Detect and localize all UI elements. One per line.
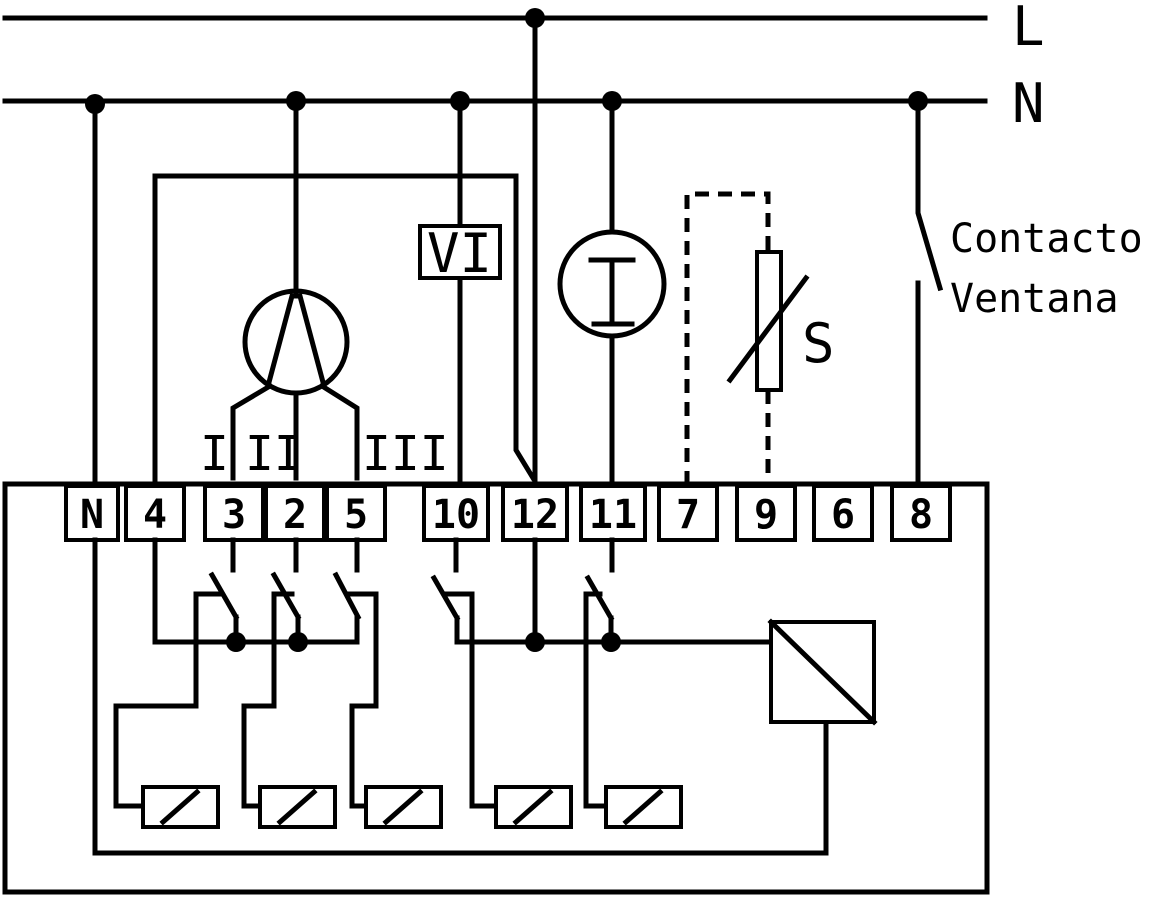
terminal-9: [735, 484, 797, 542]
wire-speed-1: [230, 382, 274, 481]
speed-3-label: III: [362, 426, 449, 482]
terminal-label: 8: [909, 492, 933, 538]
external-wiring: [92, 15, 944, 488]
relay-contact-5: [584, 574, 615, 622]
sensor: S: [684, 191, 835, 485]
sensor-dashed-link: [684, 191, 771, 485]
terminal-3: [203, 484, 265, 542]
coil-slash: [276, 788, 318, 826]
wire-coil-5: [583, 591, 609, 809]
terminal-7: [657, 484, 719, 542]
internal-junctions: [226, 632, 621, 652]
window-contact-switch: [915, 98, 944, 292]
neutral-bus-label: N: [1012, 72, 1045, 135]
fan-motor-icon: [242, 288, 350, 396]
terminal-label: 4: [143, 492, 167, 538]
terminal-label: 7: [676, 492, 700, 538]
fan-winding-line: [264, 292, 296, 390]
controller-enclosure: [2, 481, 990, 895]
fan-motor: I II III: [200, 288, 449, 482]
sensor-variable-arrow: [726, 274, 810, 384]
terminal-8: [890, 484, 952, 542]
pump-motor: [557, 229, 667, 339]
junction-dot: [525, 632, 545, 652]
power-module: [767, 618, 878, 726]
relay-coil-5: [604, 785, 683, 829]
fan-winding-line: [296, 292, 328, 390]
coil-slash: [512, 788, 554, 826]
wire-speed-3: [318, 382, 360, 481]
terminal-label: 10: [432, 492, 480, 538]
terminal-label: N: [80, 492, 104, 538]
terminal-label: 6: [831, 492, 855, 538]
power-module-diagonal: [767, 618, 878, 726]
terminal-label: 2: [283, 492, 307, 538]
window-contact-line1: Contacto: [950, 216, 1143, 262]
relay-contact-3: [332, 571, 362, 621]
terminal-label: 5: [344, 492, 368, 538]
speed-1-label: I: [200, 426, 229, 482]
junction-dot: [226, 632, 246, 652]
line-bus-label: L: [1012, 0, 1045, 58]
internal-wiring: [92, 537, 829, 856]
terminal-12: [501, 484, 569, 542]
bus-junctions: [85, 8, 928, 114]
terminal-label: 11: [589, 492, 637, 538]
speed-2-label: II: [245, 426, 303, 482]
relay-contact-4: [430, 574, 461, 622]
coil-slash: [382, 788, 424, 826]
terminal-label: 3: [222, 492, 246, 538]
junction-dot: [601, 632, 621, 652]
wire-coil-2: [241, 591, 295, 809]
terminal-5: [325, 484, 387, 542]
wire-coil-4: [444, 591, 499, 809]
wire-common-speed: [152, 537, 360, 645]
wire-coil-1: [113, 591, 223, 809]
sensor-resistor: [755, 250, 783, 392]
wire-coil-3: [347, 591, 379, 809]
terminal-label: 9: [754, 492, 778, 538]
valve-label: VI: [427, 222, 492, 285]
valve-box: [418, 224, 502, 280]
window-contact-line2: Ventana: [950, 276, 1119, 322]
terminal-6: [812, 484, 874, 542]
wire-4-to-12: [152, 173, 537, 488]
relay-contact-1: [208, 571, 240, 621]
terminal-11: [579, 484, 647, 542]
sensor-label: S: [802, 312, 835, 375]
terminal-label: 12: [511, 492, 559, 538]
terminal-block: N 4 3 2 5 10 12 11 7 9 6 8: [64, 484, 952, 542]
junction-dot: [288, 632, 308, 652]
supply-buses: L N: [2, 0, 1045, 135]
wire-common-aux: [454, 615, 774, 645]
coil-slash: [159, 788, 201, 826]
terminal-N: [64, 484, 120, 542]
terminal-10: [422, 484, 490, 542]
window-contact-label: Contacto Ventana: [950, 216, 1143, 322]
valve: VI: [418, 222, 502, 285]
relay-coils: [141, 785, 683, 829]
wire-neutral-return: [92, 537, 829, 856]
coil-slash: [622, 788, 664, 826]
